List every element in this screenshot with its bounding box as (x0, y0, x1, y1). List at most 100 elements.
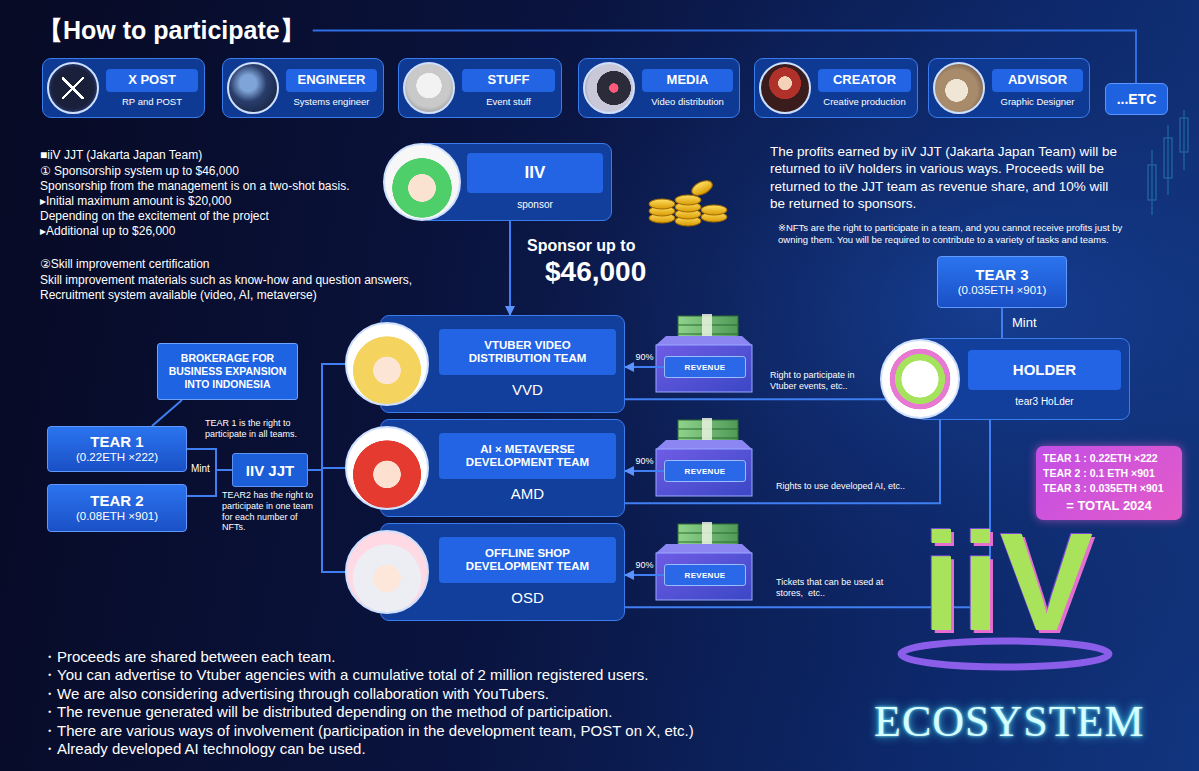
node-title: TEAR 3 (975, 266, 1028, 283)
diagram-title: 【How to participate】 (38, 14, 305, 47)
node-detail: TEAR 3 : 0.035ETH ×901 (1043, 481, 1175, 496)
avatar-icon (345, 530, 429, 614)
nft-note: ※NFTs are the right to participate in a … (778, 222, 1128, 245)
avatar-icon (47, 62, 99, 114)
node-title: REVENUE (685, 571, 726, 580)
coin (675, 195, 701, 205)
connector (625, 574, 664, 576)
info-text: ① Sponsorship system up to $46,000 (40, 164, 378, 179)
mint-label: Mint (191, 463, 210, 476)
connector (625, 420, 940, 503)
edge-label: Right to participate in Vtuber events, e… (770, 370, 882, 392)
candle-body (1164, 138, 1172, 178)
node-title: IIV (467, 153, 603, 193)
connector (152, 400, 182, 426)
connector (625, 366, 664, 368)
node-title: ADVISOR (992, 69, 1083, 92)
candle-body (1148, 165, 1156, 200)
connector (1001, 308, 1003, 338)
avatar-icon (345, 426, 429, 510)
bullet-text: ・The revenue generated will be distribut… (42, 703, 612, 722)
role-card: STUFFEvent stuff (398, 58, 562, 118)
sponsor-card: IIV sponsor (420, 143, 612, 221)
coin (649, 199, 675, 209)
node-title: TEAR 1 (90, 433, 143, 450)
revenue-box: REVENUE (664, 564, 746, 586)
info-text: ▸Additional up to $26,000 (40, 224, 378, 239)
node-title: REVENUE (685, 467, 726, 476)
connector (509, 221, 511, 315)
info-text: ②Skill improvement certification (40, 257, 378, 272)
role-card: ADVISORGraphic Designer (928, 58, 1090, 118)
card-body: HOLDERtear3 HoLder (968, 350, 1121, 408)
card-body: OFFLINE SHOP DEVELOPMENT TEAM OSD (439, 537, 616, 607)
more-box: ...ETC (1105, 83, 1168, 115)
node-title: HOLDER (968, 350, 1121, 390)
node-detail: Video distribution (642, 96, 733, 107)
bullet-text: ・You can advertise to Vtuber agencies wi… (42, 666, 648, 685)
sponsor-caption: Sponsor up to (527, 236, 635, 256)
edge-label: 90% (635, 560, 653, 571)
card-body: AI × METAVERSE DEVELOPMENT TEAMAMD (439, 433, 616, 503)
team-hub-box: IIV JJT (232, 453, 308, 487)
connector (625, 470, 664, 472)
team-card: OFFLINE SHOP DEVELOPMENT TEAM OSD (380, 523, 625, 621)
node-title: X POST (106, 69, 198, 92)
revenue-box: REVENUE (664, 460, 746, 482)
box-top (656, 440, 752, 449)
coins-illustration (649, 178, 727, 226)
box-front (656, 449, 752, 496)
holder-card: HOLDERtear3 HoLder (915, 338, 1130, 420)
edge-label: Tickets that can be used at stores, etc.… (776, 577, 888, 599)
coin (689, 178, 714, 198)
tier-note: TEAR 1 is the right to participate in al… (205, 418, 317, 440)
edge-label: 90% (635, 352, 653, 363)
revenue-illustration (656, 522, 752, 600)
info-text: Recruitment system available (video, AI,… (40, 288, 480, 303)
card-body: X POSTRP and POST (106, 69, 198, 107)
avatar-icon (933, 62, 985, 114)
brokerage-box: BROKERAGE FOR BUSINESS EXPANSION INTO IN… (157, 343, 298, 400)
role-card: CREATORCreative production (754, 58, 918, 118)
node-detail: (0.08ETH ×901) (76, 510, 158, 524)
node-title: VTUBER VIDEO DISTRIBUTION TEAM (439, 329, 616, 375)
profit-note: The profits earned by iiV JJT (Jakarta J… (770, 143, 1122, 212)
card-body: IIV sponsor (467, 153, 603, 211)
avatar-icon (383, 143, 461, 221)
edge-label: 90% (635, 456, 653, 467)
box-top (656, 544, 752, 553)
chart-decoration (1148, 110, 1188, 215)
total-box: TEAR 1 : 0.22ETH ×222TEAR 2 : 0.1 ETH ×9… (1036, 446, 1182, 520)
node-detail: sponsor (467, 199, 603, 211)
node-title: AI × METAVERSE DEVELOPMENT TEAM (439, 433, 616, 479)
info-text: Depending on the excitement of the proje… (40, 209, 378, 224)
box-front (656, 345, 752, 392)
bullet-text: ・There are various ways of involvement (… (42, 722, 694, 741)
bullet-text: ・We are also considering advertising thr… (42, 685, 549, 704)
node-title: OFFLINE SHOP DEVELOPMENT TEAM (439, 537, 616, 583)
role-card: ENGINEERSystems engineer (222, 58, 384, 118)
role-card: X POSTRP and POST (42, 58, 205, 118)
candle-wick (1151, 150, 1153, 215)
bullet-text: ・Already developed AI technology can be … (42, 740, 366, 759)
revenue-illustration (656, 418, 752, 496)
avatar-icon (345, 322, 429, 406)
node-detail: OSD (439, 589, 616, 607)
tier-box: TEAR 2(0.08ETH ×901) (47, 484, 187, 532)
card-body: ENGINEERSystems engineer (286, 69, 377, 107)
card-body: CREATORCreative production (818, 69, 911, 107)
revenue-illustration (656, 314, 752, 392)
team-card: VTUBER VIDEO DISTRIBUTION TEAM VVD (380, 315, 625, 413)
node-detail: VVD (439, 381, 616, 399)
node-title: STUFF (462, 69, 555, 92)
tier-note: TEAR2 has the right to participate in on… (222, 490, 318, 533)
tier-box: TEAR 1(0.22ETH ×222) (47, 426, 187, 472)
edge-label: Mint (1012, 315, 1037, 331)
connector (625, 398, 915, 400)
team-card: AI × METAVERSE DEVELOPMENT TEAMAMD (380, 419, 625, 517)
avatar-icon (583, 62, 635, 114)
info-text: Skill improvement materials such as know… (40, 273, 480, 288)
node-detail: Systems engineer (286, 96, 377, 107)
info-text: ■iiV JJT (Jakarta Japan Team) (40, 148, 378, 163)
node-title: TEAR 2 (90, 492, 143, 509)
